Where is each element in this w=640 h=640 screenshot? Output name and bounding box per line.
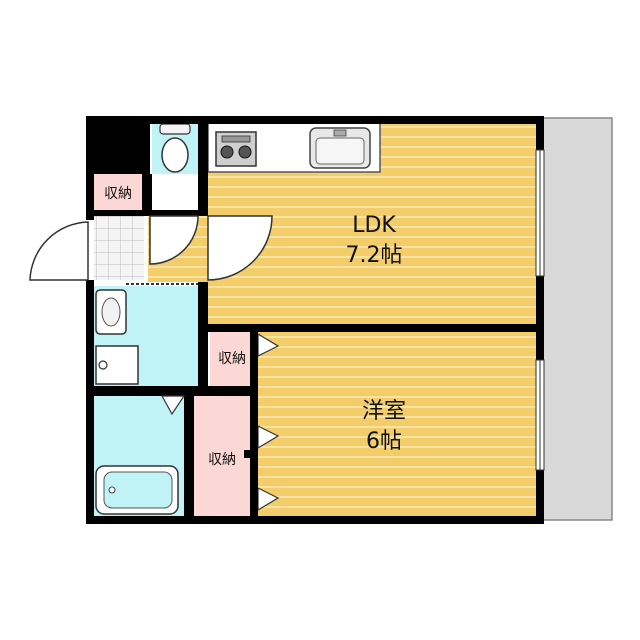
ldk-side-storage-label: 収納 xyxy=(218,351,246,367)
western-room-floor xyxy=(258,332,540,518)
burner-right-icon xyxy=(238,145,252,159)
tub-drain-icon xyxy=(108,486,116,494)
western-room-size: 6帖 xyxy=(366,429,402,454)
closet-doors xyxy=(257,332,280,512)
ldk-side-storage xyxy=(210,332,256,386)
entrance-storage xyxy=(94,174,142,212)
ldk-size: 7.2帖 xyxy=(346,243,403,268)
windows xyxy=(535,149,545,471)
bathtub-inner xyxy=(103,471,173,509)
closet-storage-label: 収納 xyxy=(208,452,236,468)
entrance-floor xyxy=(94,216,144,280)
drain-icon xyxy=(98,360,108,370)
ldk-name: LDK xyxy=(352,213,396,238)
closet-storage xyxy=(194,396,250,516)
balcony xyxy=(541,117,613,521)
toilet-tank xyxy=(159,123,191,135)
ldk-door-swing xyxy=(207,215,273,281)
hall-door-swing xyxy=(149,215,199,265)
entrance-storage-label: 収納 xyxy=(104,186,132,202)
bath-door-swing xyxy=(160,395,186,416)
sink-basin xyxy=(315,137,365,165)
faucet-icon xyxy=(333,129,347,137)
toilet-icon xyxy=(161,137,189,173)
entrance-door-swing xyxy=(29,221,89,281)
western-room-name: 洋室 xyxy=(362,399,406,424)
walls xyxy=(86,116,544,524)
burner-left-icon xyxy=(220,145,234,159)
stove-grill xyxy=(221,135,251,143)
basin-bowl-icon xyxy=(101,297,121,327)
